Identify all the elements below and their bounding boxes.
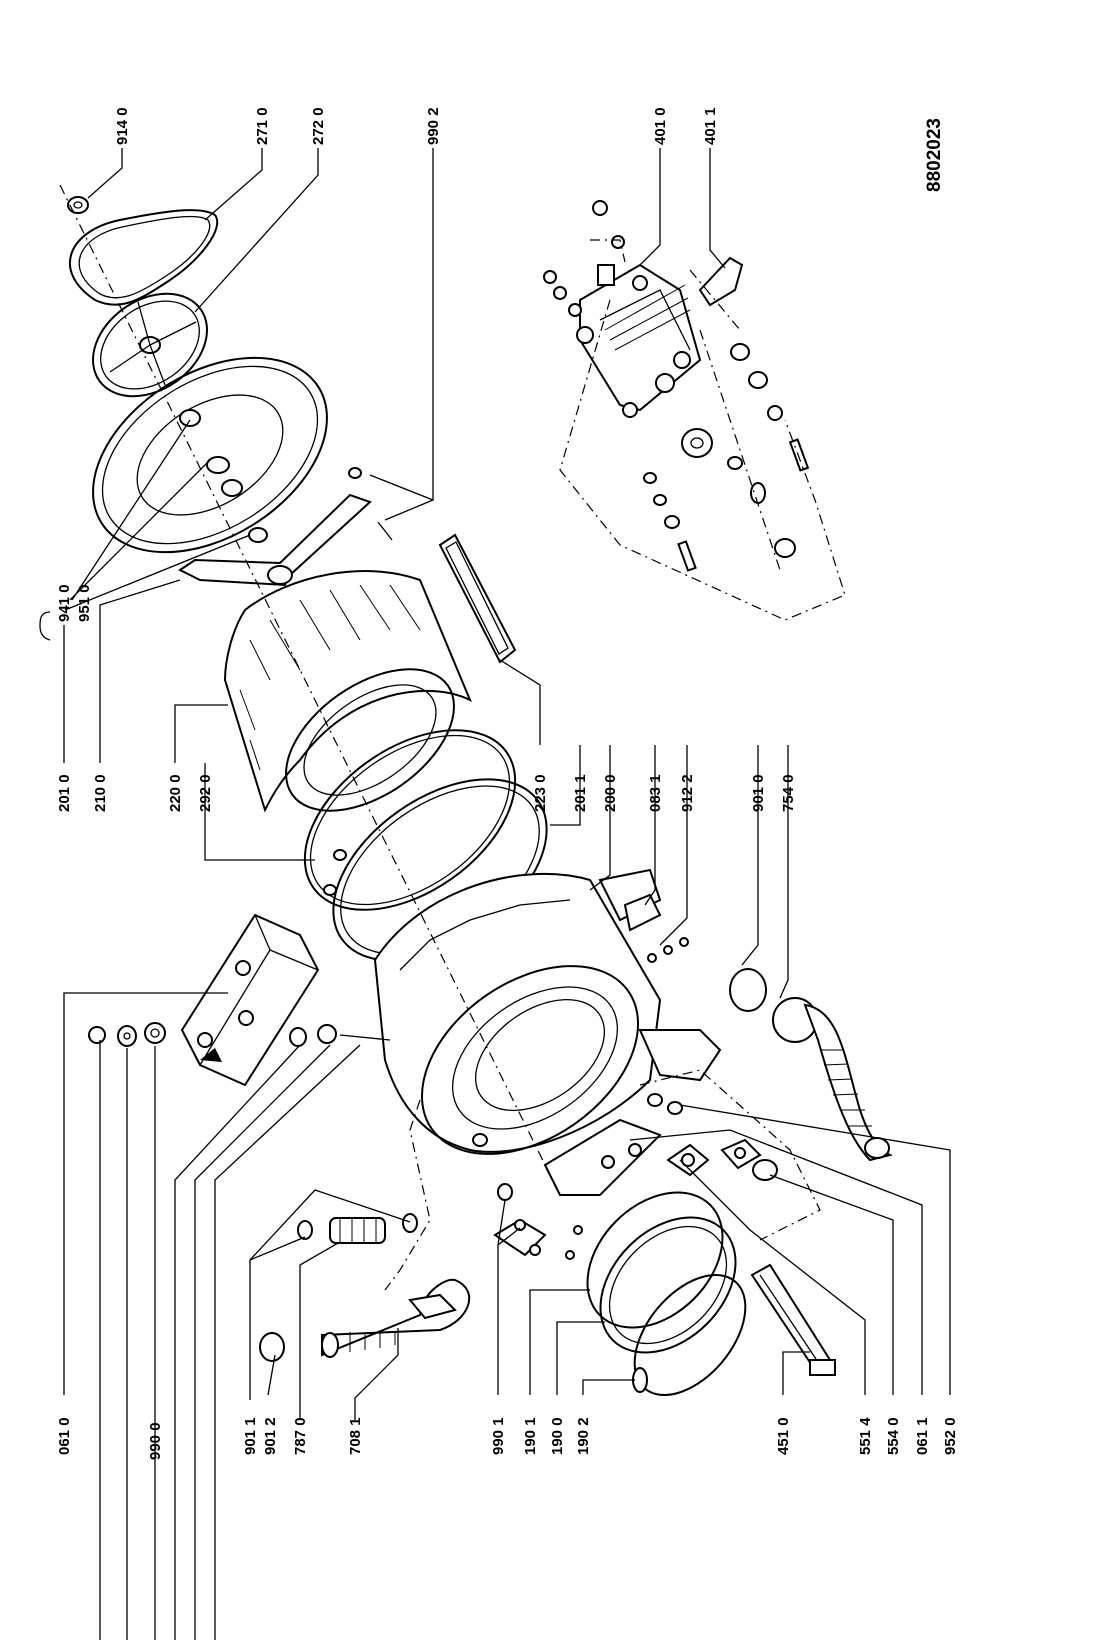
part-labels: 914 0 271 0 272 0 990 2 401 0 401 1 8802… xyxy=(56,107,959,1460)
label-451-0: 451 0 xyxy=(775,1417,792,1455)
motor-small-parts xyxy=(543,200,810,572)
label-083-1: 083 1 xyxy=(647,774,664,812)
drawing-number: 8802023 xyxy=(924,118,945,192)
label-401-1: 401 1 xyxy=(702,107,719,145)
label-200-0: 200 0 xyxy=(602,774,619,812)
label-941-0: 941 0 xyxy=(56,584,73,622)
label-912-2: 912 2 xyxy=(679,774,696,812)
outer-tub xyxy=(373,868,722,1155)
label-210-0: 210 0 xyxy=(92,774,109,812)
label-201-1: 201 1 xyxy=(572,774,589,812)
thermostats xyxy=(666,1138,778,1181)
leader-lines xyxy=(39,148,951,1640)
washing-drum xyxy=(223,570,472,813)
label-401-0: 401 0 xyxy=(652,107,669,145)
heating-element xyxy=(750,1263,836,1376)
label-990-1: 990 1 xyxy=(490,1417,507,1455)
label-952-0: 952 0 xyxy=(942,1417,959,1455)
label-271-0: 271 0 xyxy=(254,107,271,145)
heater-route-outline xyxy=(639,1069,821,1241)
drum-axis-line xyxy=(59,184,561,1196)
label-220-0: 220 0 xyxy=(167,774,184,812)
label-901-2: 901 2 xyxy=(262,1417,279,1455)
sump-plate xyxy=(543,1118,662,1196)
label-990-0: 990 0 xyxy=(147,1422,164,1460)
door-clamp-ring xyxy=(632,1273,747,1397)
hose-route-outline xyxy=(384,1099,431,1291)
motor-assembly-outline xyxy=(559,239,846,621)
label-551-4: 551 4 xyxy=(857,1417,874,1455)
screws-912-icon xyxy=(647,937,689,963)
tub-bracket xyxy=(623,893,662,932)
drain-hose xyxy=(259,1278,471,1362)
label-708-1: 708 1 xyxy=(347,1417,364,1455)
outlet-hose xyxy=(729,968,893,1162)
hose-connector xyxy=(297,1213,418,1244)
label-223-0: 223 0 xyxy=(532,774,549,812)
label-190-0: 190 0 xyxy=(549,1417,566,1455)
door-lock-plate xyxy=(438,533,517,664)
label-787-0: 787 0 xyxy=(292,1417,309,1455)
nut-914-icon xyxy=(67,196,89,214)
label-190-1: 190 1 xyxy=(522,1417,539,1455)
counterweight-block xyxy=(180,913,320,1087)
label-272-0: 272 0 xyxy=(310,107,327,145)
label-901-1: 901 1 xyxy=(242,1417,259,1455)
label-201-0: 201 0 xyxy=(56,774,73,812)
label-901-0: 901 0 xyxy=(750,774,767,812)
label-951-0: 951 0 xyxy=(76,584,93,622)
drum-gasket-ring xyxy=(303,729,517,911)
label-990-2: 990 2 xyxy=(425,107,442,145)
door-seal xyxy=(586,1191,737,1354)
label-061-1: 061 1 xyxy=(914,1417,931,1455)
drive-belt xyxy=(68,209,219,306)
bolts-990-1-icon xyxy=(493,1183,583,1260)
label-292-0: 292 0 xyxy=(197,774,214,812)
label-754-0: 754 0 xyxy=(780,774,797,812)
label-061-0: 061 0 xyxy=(56,1417,73,1455)
washers-990-icon xyxy=(88,1022,391,1047)
drum-spider-shaft xyxy=(178,467,393,587)
drum-pulley xyxy=(92,292,208,398)
drive-motor xyxy=(576,263,702,418)
label-190-2: 190 2 xyxy=(575,1417,592,1455)
motor-brush xyxy=(698,256,744,307)
label-914-0: 914 0 xyxy=(114,107,131,145)
label-554-0: 554 0 xyxy=(885,1417,902,1455)
rear-tub-cover xyxy=(92,356,328,554)
